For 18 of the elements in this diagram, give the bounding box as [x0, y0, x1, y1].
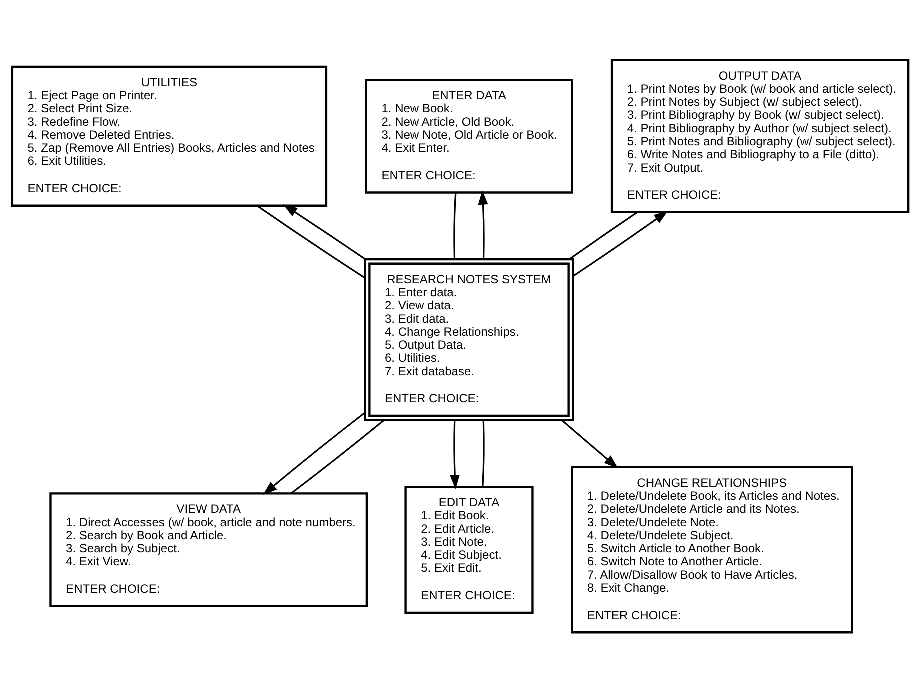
arrow: [572, 211, 668, 278]
node-box: ENTER DATA 1. New Book. 2. New Article, Old Book. 3. New Note, Old Article or Book. 4. Exit Enter. ENTER CHOICE:: [365, 78, 574, 194]
arrow: [263, 412, 366, 496]
node-box: RESEARCH NOTES SYSTEM 1. Enter data. 2. View data. 3. Edit data. 4. Change Relationships. 5. Output Data. 6. Utilities. 7. Exit database. ENTER CHOICE:: [364, 258, 574, 422]
node-box: VIEW DATA 1. Direct Accesses (w/ book, article and note numbers. 2. Search by Book and Article. 3. Search by Subject. 4. Exit View. ENTER CHOICE:: [50, 492, 368, 608]
node-box: EDIT DATA 1. Edit Book. 2. Edit Article. 3. Edit Note. 4. Edit Subject. 5. Exit Edit. ENTER CHOICE:: [404, 486, 534, 614]
arrow: [450, 420, 460, 490]
arrow: [562, 420, 618, 469]
arrow: [478, 190, 488, 260]
connector: [256, 205, 366, 279]
connector: [482, 420, 485, 487]
connector: [569, 212, 638, 260]
connector: [454, 193, 457, 260]
arrow: [283, 204, 366, 260]
connector: [291, 420, 385, 494]
node-box: UTILITIES 1. Eject Page on Printer. 2. Select Print Size. 3. Redefine Flow. 4. Remove Deleted Entries. 5. Zap (Remove All Entries) Books, Articles and Notes 6. Exit Utilities. ENTER CHOICE:: [11, 66, 328, 207]
node-box: OUTPUT DATA 1. Print Notes by Book (w/ book and article select). 2. Print Notes by Subject (w/ subject select). 3. Print Bibliography by Book (w/ subject select). 4. Print Bibliography by Author (w/ subject select). 5. Print Notes and Bibliography (w/ subject select). 6. Write Notes and Bibliography to a File (ditto). 7. Exit Output. ENTER CHOICE:: [610, 59, 910, 214]
node-box: CHANGE RELATIONSHIPS 1. Delete/Undelete Book, its Articles and Notes. 2. Delete/Undelete Article and its Notes. 3. Delete/Undelete Note. 4. Delete/Undelete Subject. 5. Switch Article to Another Book. 6. Switch Note to Another Article. 7. Allow/Disallow Book to Have Articles. 8. Exit Change. ENTER CHOICE:: [571, 466, 854, 634]
